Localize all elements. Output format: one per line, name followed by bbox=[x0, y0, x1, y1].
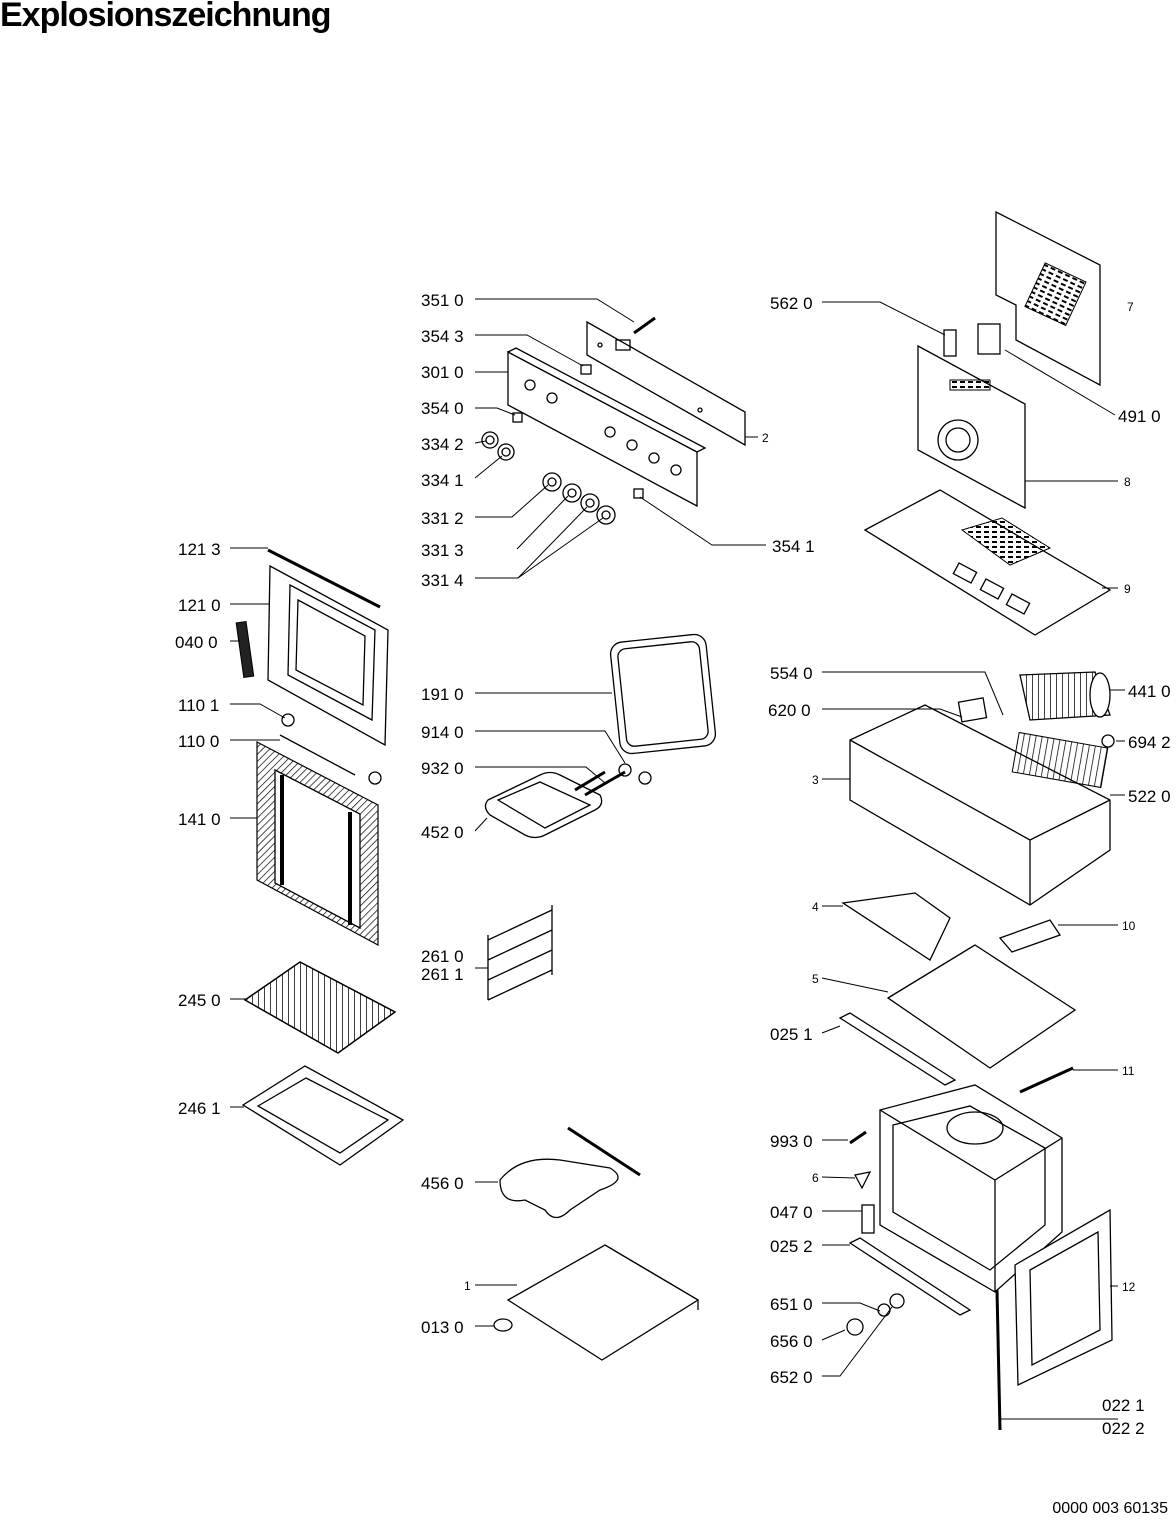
label-452-0: 452 0 bbox=[421, 823, 464, 842]
label-651-0: 651 0 bbox=[770, 1295, 813, 1314]
label-6: 6 bbox=[812, 1171, 819, 1185]
label-261-1: 261 1 bbox=[421, 965, 464, 984]
label-121-3: 121 3 bbox=[178, 540, 221, 559]
label-5: 5 bbox=[812, 972, 819, 986]
label-620-0: 620 0 bbox=[768, 701, 811, 720]
label-047-0: 047 0 bbox=[770, 1203, 813, 1222]
label-562-0: 562 0 bbox=[770, 294, 813, 313]
label-025-2: 025 2 bbox=[770, 1237, 813, 1256]
label-993-0: 993 0 bbox=[770, 1132, 813, 1151]
housing-group bbox=[838, 210, 1115, 1431]
label-191-0: 191 0 bbox=[421, 685, 464, 704]
label-025-1: 025 1 bbox=[770, 1025, 813, 1044]
label-656-0: 656 0 bbox=[770, 1332, 813, 1351]
label-334-1: 334 1 bbox=[421, 471, 464, 490]
label-554-0: 554 0 bbox=[770, 664, 813, 683]
label-334-2: 334 2 bbox=[421, 435, 464, 454]
label-8: 8 bbox=[1124, 475, 1131, 489]
label-351-0: 351 0 bbox=[421, 291, 464, 310]
label-331-4: 331 4 bbox=[421, 571, 464, 590]
label-040-0: 040 0 bbox=[175, 633, 218, 652]
label-694-2: 694 2 bbox=[1128, 733, 1171, 752]
label-121-0: 121 0 bbox=[178, 596, 221, 615]
label-141-0: 141 0 bbox=[178, 810, 221, 829]
label-261-0: 261 0 bbox=[421, 947, 464, 966]
label-491-0: 491 0 bbox=[1118, 407, 1161, 426]
label-354-3: 354 3 bbox=[421, 327, 464, 346]
label-110-0: 110 0 bbox=[178, 732, 219, 751]
label-1: 1 bbox=[464, 1279, 471, 1293]
label-522-0: 522 0 bbox=[1128, 787, 1171, 806]
door-group bbox=[235, 548, 405, 1166]
leader-lines bbox=[230, 298, 1125, 1420]
label-013-0: 013 0 bbox=[421, 1318, 464, 1337]
label-246-1: 246 1 bbox=[178, 1099, 221, 1118]
label-932-0: 932 0 bbox=[421, 759, 464, 778]
label-331-3: 331 3 bbox=[421, 541, 464, 560]
document-number: 0000 003 60135 bbox=[1052, 1500, 1168, 1517]
control-panel-group bbox=[481, 316, 746, 525]
label-652-0: 652 0 bbox=[770, 1368, 813, 1387]
oven-seal-and-grill-group bbox=[484, 633, 717, 1361]
label-9: 9 bbox=[1124, 582, 1131, 596]
label-441-0: 441 0 bbox=[1128, 682, 1171, 701]
label-12: 12 bbox=[1122, 1280, 1136, 1294]
label-3: 3 bbox=[812, 773, 819, 787]
label-914-0: 914 0 bbox=[421, 723, 464, 742]
label-245-0: 245 0 bbox=[178, 991, 221, 1010]
part-labels: 351 0 354 3 301 0 354 0 334 2 334 1 331 … bbox=[175, 291, 1171, 1438]
label-110-1: 110 1 bbox=[178, 696, 219, 715]
label-301-0: 301 0 bbox=[421, 363, 464, 382]
label-456-0: 456 0 bbox=[421, 1174, 464, 1193]
label-7: 7 bbox=[1127, 300, 1134, 314]
label-022-2: 022 2 bbox=[1102, 1419, 1145, 1438]
label-354-0: 354 0 bbox=[421, 399, 464, 418]
label-2: 2 bbox=[762, 431, 769, 445]
label-022-1: 022 1 bbox=[1102, 1396, 1145, 1415]
label-10: 10 bbox=[1122, 919, 1136, 933]
label-4: 4 bbox=[812, 900, 819, 914]
page-title: Explosionszeichnung bbox=[0, 0, 331, 34]
label-11: 11 bbox=[1122, 1064, 1135, 1078]
label-354-1: 354 1 bbox=[772, 537, 815, 556]
label-331-2: 331 2 bbox=[421, 509, 464, 528]
